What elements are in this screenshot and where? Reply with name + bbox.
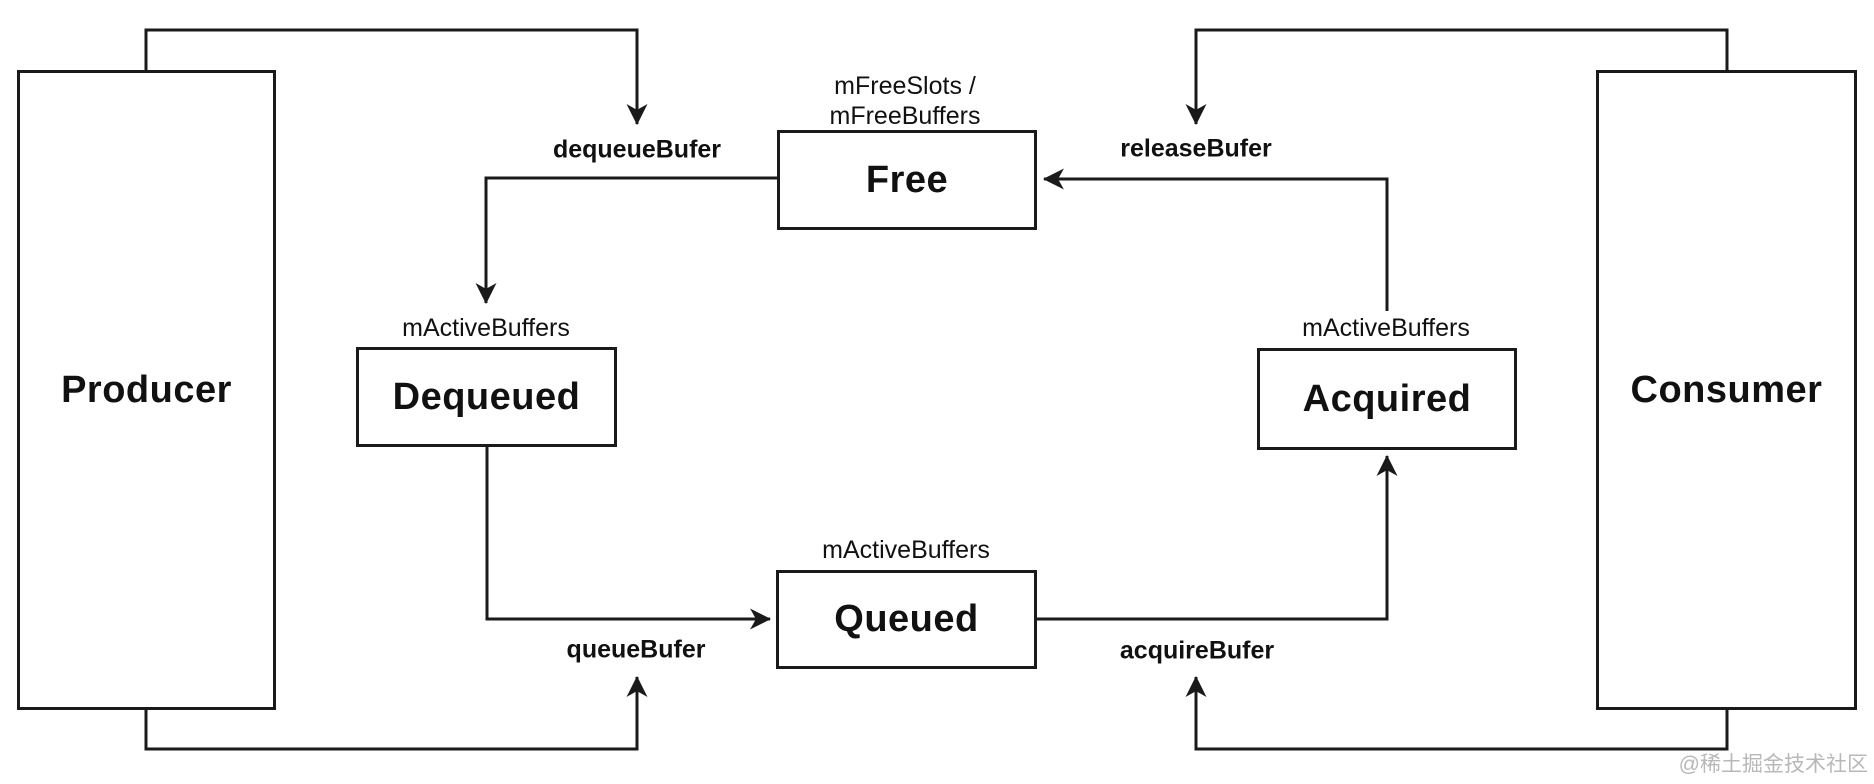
release-buffer-label: releaseBufer (1120, 134, 1272, 163)
queued-state-label: Queued (834, 598, 979, 640)
producer-box: Producer (17, 70, 276, 710)
free-note-line2: mFreeBuffers (829, 102, 981, 130)
free-state-box: Free (777, 130, 1037, 230)
edge-dequeued-to-queued (485, 447, 772, 630)
edge-producer-to-dequeue-label (144, 28, 648, 126)
watermark-text: @稀土掘金技术社区 (1678, 753, 1868, 776)
free-state-label: Free (865, 158, 949, 201)
producer-label: Producer (61, 368, 232, 411)
acquired-state-box: Acquired (1257, 348, 1517, 450)
free-note: mFreeSlots / mFreeBuffers (830, 71, 981, 131)
dequeued-note: mActiveBuffers (402, 314, 570, 342)
consumer-label: Consumer (1630, 368, 1823, 411)
edge-acquired-to-free (1042, 168, 1389, 311)
dequeued-state-label: Dequeued (392, 375, 581, 418)
acquired-state-label: Acquired (1302, 377, 1472, 420)
consumer-box: Consumer (1596, 70, 1857, 710)
dequeued-state-box: Dequeued (356, 347, 617, 447)
edge-free-to-dequeued (475, 176, 777, 305)
edge-queued-to-acquired (1037, 454, 1398, 621)
queued-note: mActiveBuffers (822, 536, 990, 564)
dequeue-buffer-label: dequeueBufer (552, 135, 722, 164)
edge-consumer-to-acquire-label (1185, 675, 1729, 751)
edge-producer-to-queue-label (144, 675, 648, 751)
queued-state-box: Queued (776, 570, 1037, 669)
edge-consumer-to-release-label (1185, 28, 1729, 126)
free-note-line1: mFreeSlots / (834, 72, 976, 100)
acquire-buffer-label: acquireBufer (1119, 636, 1275, 665)
queue-buffer-label: queueBufer (566, 635, 706, 664)
acquired-note: mActiveBuffers (1302, 314, 1470, 342)
